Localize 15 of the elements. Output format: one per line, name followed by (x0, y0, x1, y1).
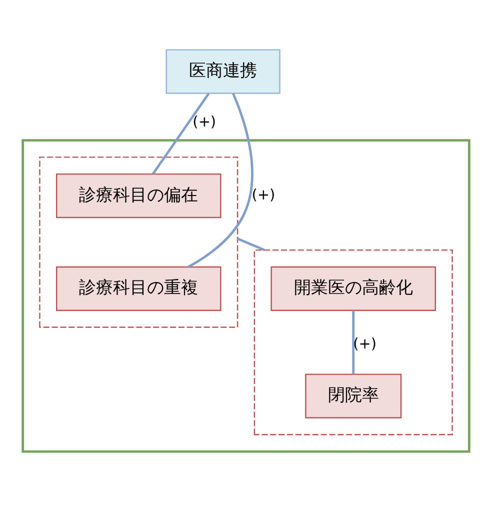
node-box: 閉院率 (305, 373, 402, 418)
cluster (22, 138, 470, 452)
node-box: 医商連携 (166, 48, 280, 94)
connector (188, 92, 254, 268)
edge-label: (+) (192, 114, 216, 130)
edge-label: (+) (353, 336, 377, 352)
connector (352, 310, 355, 374)
node-box: 開業医の高齢化 (270, 266, 436, 310)
cluster (254, 248, 453, 435)
edge-label: (+) (252, 187, 276, 204)
node-box: 診療科目の偏在 (56, 172, 222, 218)
node-box: 診療科目の重複 (56, 266, 222, 310)
connector (152, 92, 210, 174)
connector (237, 237, 266, 251)
cluster (39, 156, 238, 328)
